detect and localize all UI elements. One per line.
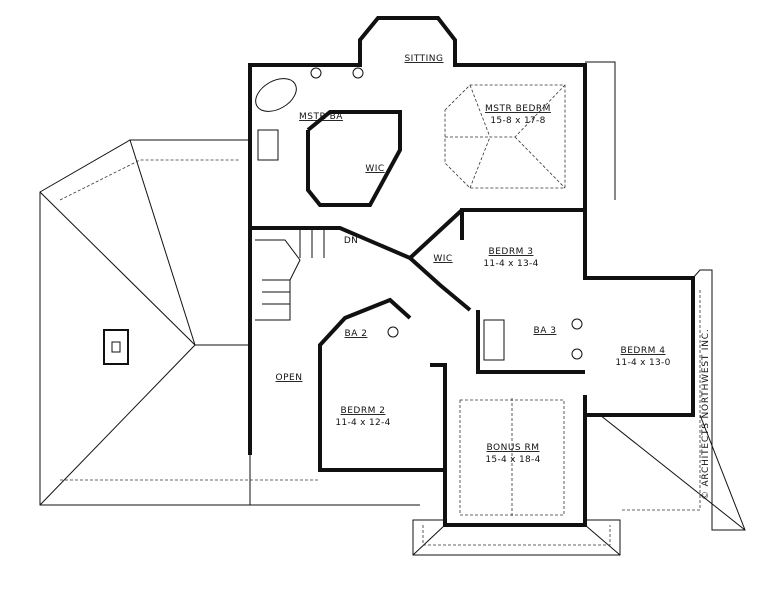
room-label-master-bedroom: MSTR BEDRM — [485, 104, 551, 114]
room-size-bedroom-2: 11-4 x 12-4 — [335, 418, 390, 428]
room-label-bath-2: BA 2 — [345, 329, 368, 339]
sink-icon — [310, 67, 322, 79]
sink-icon — [387, 326, 399, 338]
fixtures — [255, 67, 583, 361]
room-size-bedroom-4: 11-4 x 13-0 — [615, 358, 670, 368]
tray-ceiling — [444, 84, 566, 518]
room-label-bath-3: BA 3 — [534, 326, 557, 336]
room-size-master-bedroom: 15-8 x 17-8 — [490, 116, 545, 126]
right-roof — [412, 61, 746, 556]
chimney-icon — [103, 329, 129, 365]
staircase — [255, 230, 325, 321]
room-label-master-wic: WIC — [365, 164, 384, 174]
room-label-bedroom-3-wic: WIC — [433, 254, 452, 264]
copyright-notice: © ARCHITECTS NORTHWEST INC. — [701, 328, 711, 500]
left-roof — [39, 139, 420, 506]
room-label-bedroom-3: BEDRM 3 — [489, 247, 534, 257]
shower-icon — [257, 129, 279, 161]
sink-icon — [571, 318, 583, 330]
walls — [248, 16, 695, 527]
room-label-bedroom-4: BEDRM 4 — [621, 346, 666, 356]
sink-icon — [571, 348, 583, 360]
bathtub-icon — [483, 319, 505, 361]
bathtub-icon — [255, 78, 297, 112]
sink-icon — [352, 67, 364, 79]
room-label-open: OPEN — [276, 373, 303, 383]
room-size-bedroom-3: 11-4 x 13-4 — [483, 259, 538, 269]
room-label-bedroom-2: BEDRM 2 — [341, 406, 386, 416]
stairs-down-label: DN — [344, 236, 358, 246]
room-label-sitting: SITTING — [404, 54, 443, 64]
room-label-master-bath: MSTR BA — [299, 112, 343, 122]
room-label-bonus-room: BONUS RM — [486, 443, 539, 453]
room-size-bonus-room: 15-4 x 18-4 — [485, 455, 540, 465]
